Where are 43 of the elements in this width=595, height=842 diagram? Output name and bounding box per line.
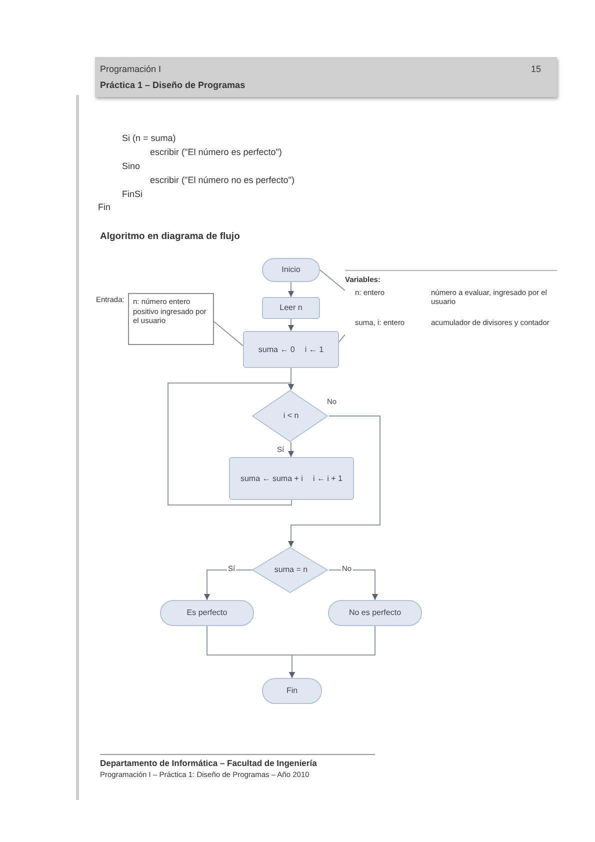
node-label: i ← i + 1 — [312, 474, 343, 484]
arrow — [328, 570, 378, 600]
header-title: Programación I — [100, 64, 162, 74]
code-line: Sino — [122, 161, 140, 172]
arrow — [288, 442, 294, 458]
footer-text: Departamento de Informática – Facultad de Ingeniería — [100, 759, 317, 769]
process-box — [262, 297, 320, 319]
code-line: FinSi — [122, 189, 143, 200]
decision-diamond — [253, 390, 329, 442]
node-label: Inicio — [282, 265, 300, 275]
page-number: 15 — [531, 64, 542, 74]
node-label: No es perfecto — [348, 608, 402, 618]
arrow — [288, 416, 380, 548]
leader-line — [214, 321, 244, 346]
header-subtitle: Práctica 1 – Diseño de Programas — [100, 80, 246, 90]
section-title: Algoritmo en diagrama de flujo — [100, 232, 240, 243]
process-box — [229, 457, 354, 500]
arrow — [168, 382, 294, 506]
node-label: suma ← 0 — [258, 344, 295, 354]
node-label: Fin — [286, 686, 298, 696]
node-label: suma ← suma + i — [240, 474, 303, 484]
code-line: escribir ("El número es perfecto") — [150, 147, 282, 158]
code-line: escribir ("El número no es perfecto") — [150, 175, 294, 186]
arrow — [289, 626, 376, 678]
code-line: Fin — [98, 202, 111, 212]
leader-line — [320, 270, 346, 292]
arrow — [204, 570, 254, 600]
terminal-shape — [262, 678, 322, 704]
node-label: Es perfecto — [186, 608, 228, 618]
note-box — [128, 293, 214, 345]
arrow — [288, 282, 294, 298]
node-label: i ← 1 — [304, 344, 324, 354]
terminal-shape — [328, 600, 422, 626]
decision-diamond — [253, 547, 329, 593]
terminal-shape — [262, 258, 320, 282]
terminal-shape — [160, 600, 254, 626]
code-line: Si (n = suma) — [122, 133, 176, 144]
node-label: i < n — [283, 411, 299, 421]
arrow — [288, 318, 294, 332]
node-label: suma = n — [274, 565, 308, 575]
node-label: Leer n — [280, 303, 302, 313]
leader-line — [338, 334, 346, 343]
process-box — [243, 331, 339, 368]
